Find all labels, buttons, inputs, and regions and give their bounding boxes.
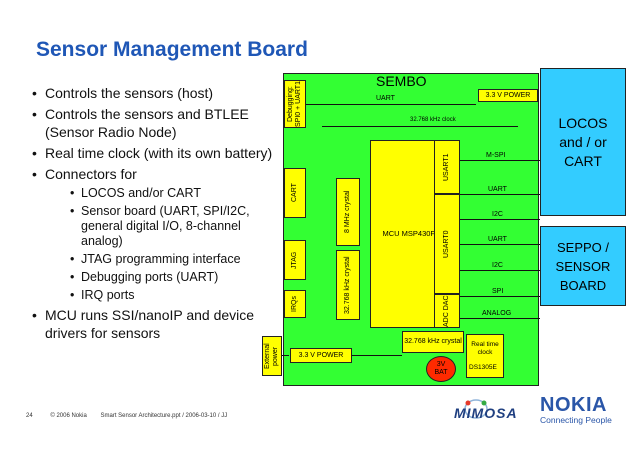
nokia-wordmark: NOKIA — [540, 394, 607, 416]
sembo-board: SEMBO UART 3.3 V POWER 32.768 kHz clock … — [283, 73, 540, 386]
battery: 3V BAT — [426, 356, 456, 382]
nokia-tagline: Connecting People — [540, 415, 612, 425]
bus-label: SPI — [492, 288, 504, 295]
bus-label: UART — [488, 236, 507, 243]
sub-bullet-item: LOCOS and/or CART — [70, 186, 282, 201]
debugging-connector: Debugging: SPI0 + UART1 — [284, 80, 306, 128]
copyright: © 2006 Nokia — [50, 413, 87, 419]
bullet-item: MCU runs SSI/nanoIP and device drivers f… — [32, 306, 282, 342]
sub-bullet-item: Sensor board (UART, SPI/I2C, general dig… — [70, 204, 282, 249]
crystal-32khz-bottom: 32.768 kHz crystal — [402, 331, 464, 353]
clock-line-label: 32.768 kHz clock — [410, 117, 456, 123]
crystal-8mhz: 8 MHz crystal — [336, 178, 360, 246]
bullet-list: Controls the sensors (host) Controls the… — [32, 84, 282, 345]
bus-line — [460, 270, 540, 271]
bus-line — [460, 219, 540, 220]
crystal-32khz-left: 32.768 kHz crystal — [336, 250, 360, 320]
mimosa-logo-icon — [464, 399, 488, 419]
bus-line — [460, 318, 540, 319]
bus-line — [460, 296, 540, 297]
mimosa-text: MIMOSA — [454, 405, 518, 421]
cart-connector: CART — [284, 168, 306, 218]
power-bottom-line — [352, 355, 402, 356]
mimosa-logo: MIMOSA — [446, 397, 530, 423]
bus-line — [460, 160, 540, 161]
rtc-block: Real time clock — [466, 334, 504, 378]
bus-label: ANALOG — [482, 310, 512, 317]
bullet-item: Real time clock (with its own battery) — [32, 144, 282, 162]
adc-dac-block: ADC DAC — [434, 294, 460, 328]
bus-line — [460, 244, 540, 245]
footer-source: Smart Sensor Architecture.ppt / 2006-03-… — [100, 413, 228, 419]
bus-label: I2C — [492, 211, 503, 218]
usart0-block: USART0 — [434, 194, 460, 294]
seppo-block: SEPPO / SENSOR BOARD — [540, 226, 626, 306]
power-top-box: 3.3 V POWER — [478, 89, 538, 102]
clock-line — [322, 126, 518, 127]
bullet-item: Controls the sensors (host) — [32, 84, 282, 102]
board-label: SEMBO — [376, 73, 427, 89]
external-power-line — [282, 355, 289, 356]
sub-bullet-item: JTAG programming interface — [70, 252, 282, 267]
external-power-connector: External power — [262, 336, 282, 376]
irqs-connector: IRQs — [284, 290, 306, 318]
uart-top-label: UART — [376, 95, 395, 102]
jtag-connector: JTAG — [284, 240, 306, 280]
uart-top-line — [306, 104, 476, 105]
page-number: 24 — [26, 413, 33, 419]
bullet-item: Controls the sensors and BTLEE (Sensor R… — [32, 105, 282, 141]
rtc-label: Real time clock — [471, 341, 499, 356]
rtc-chip-label: DS1305E — [469, 364, 497, 371]
nokia-logo: NOKIA Connecting People — [540, 395, 632, 425]
bus-label: M-SPI — [486, 152, 506, 159]
slide-title: Sensor Management Board — [36, 38, 308, 61]
power-bottom-box: 3.3 V POWER — [290, 348, 352, 363]
bus-label: UART — [488, 186, 507, 193]
footer: 24 © 2006 Nokia Smart Sensor Architectur… — [26, 413, 227, 419]
bus-label: I2C — [492, 262, 503, 269]
sub-bullet-item: Debugging ports (UART) — [70, 270, 282, 285]
bus-line — [460, 194, 540, 195]
usart1-block: USART1 — [434, 140, 460, 194]
locos-block: LOCOS and / or CART — [540, 68, 626, 216]
bullet-item: Connectors for — [32, 165, 282, 183]
sub-bullet-item: IRQ ports — [70, 288, 282, 303]
